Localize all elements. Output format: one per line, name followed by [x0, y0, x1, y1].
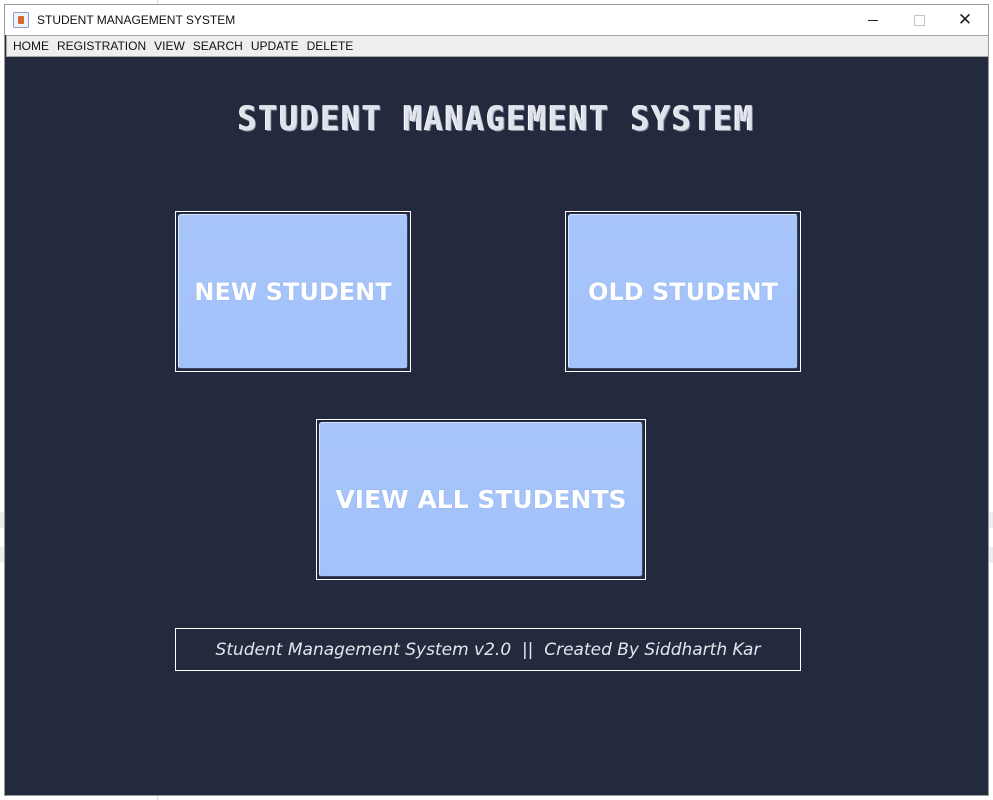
old-student-button[interactable]: OLD STUDENT	[565, 211, 801, 372]
maximize-icon	[913, 14, 925, 26]
menu-bar: HOME REGISTRATION VIEW SEARCH UPDATE DEL…	[6, 35, 988, 57]
page-title: STUDENT MANAGEMENT SYSTEM	[238, 99, 755, 139]
new-student-button[interactable]: NEW STUDENT	[175, 211, 411, 372]
main-panel: STUDENT MANAGEMENT SYSTEM NEW STUDENT OL…	[5, 57, 988, 795]
menu-view[interactable]: VIEW	[154, 39, 185, 53]
footer-credits: Student Management System v2.0 || Create…	[175, 628, 801, 671]
title-bar[interactable]: STUDENT MANAGEMENT SYSTEM ✕	[5, 5, 988, 35]
menu-update[interactable]: UPDATE	[250, 39, 299, 53]
window-controls: ✕	[850, 5, 988, 35]
close-icon: ✕	[957, 10, 973, 30]
view-all-students-label: VIEW ALL STUDENTS	[319, 422, 643, 577]
java-app-icon[interactable]	[13, 12, 29, 28]
menu-delete[interactable]: DELETE	[306, 39, 354, 53]
view-all-students-button[interactable]: VIEW ALL STUDENTS	[316, 419, 646, 580]
app-window: STUDENT MANAGEMENT SYSTEM ✕ HOME REGISTR…	[4, 4, 989, 796]
maximize-button[interactable]	[896, 5, 942, 35]
menu-home[interactable]: HOME	[13, 39, 49, 53]
menu-search[interactable]: SEARCH	[192, 39, 243, 53]
new-student-label: NEW STUDENT	[178, 214, 408, 369]
old-student-label: OLD STUDENT	[568, 214, 798, 369]
window-title: STUDENT MANAGEMENT SYSTEM	[37, 13, 236, 27]
menu-registration[interactable]: REGISTRATION	[57, 39, 147, 53]
minimize-button[interactable]	[850, 5, 896, 35]
minimize-icon	[868, 19, 878, 21]
close-button[interactable]: ✕	[942, 5, 988, 35]
